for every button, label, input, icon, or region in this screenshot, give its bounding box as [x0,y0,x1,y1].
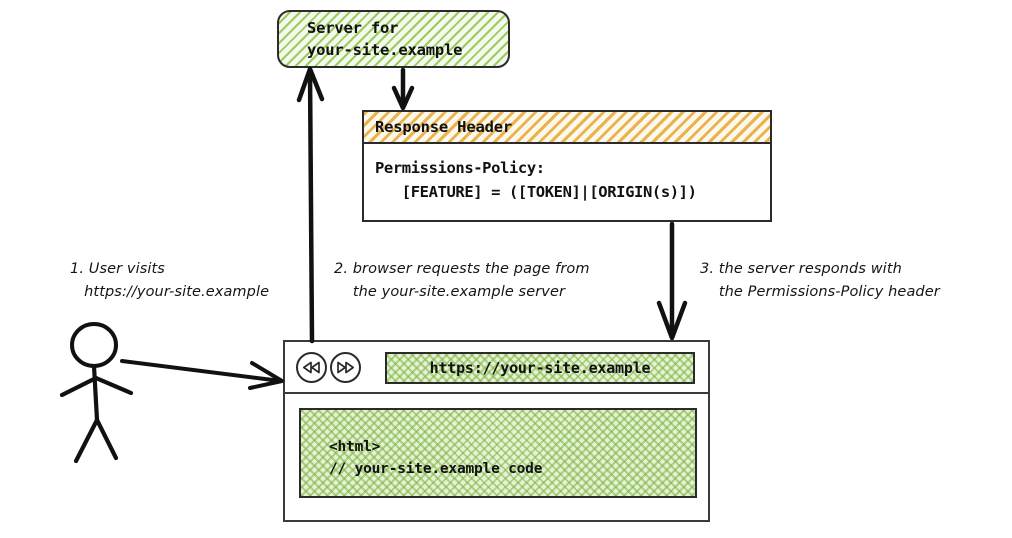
browser-window: https://your-site.example <html> // your… [283,340,710,522]
response-header-titlebar: Response Header [364,112,770,144]
rewind-icon[interactable] [296,351,327,383]
server-label: Server for your-site.example [279,12,508,66]
browser-nav-buttons [296,351,361,383]
page-code-line1: <html> [329,439,381,455]
response-header-title: Response Header [375,118,512,136]
fast-forward-icon[interactable] [330,351,361,383]
browser-viewport: <html> // your-site.example code [299,408,697,498]
response-header-body: Permissions-Policy: [FEATURE] = ([TOKEN]… [364,144,770,221]
arrow-browser-to-server [296,66,325,344]
response-header-panel: Response Header Permissions-Policy: [FEA… [362,110,772,222]
arrow-user-to-browser [120,359,284,390]
address-bar-url: https://your-site.example [429,359,651,377]
arrow-header-to-browser [656,221,688,341]
stick-figure-user [59,322,134,464]
note-2: 2. browser requests the page from the yo… [334,261,590,301]
server-node: Server for your-site.example [277,10,510,68]
page-code-line2: // your-site.example code [329,460,543,477]
permissions-policy-value: [FEATURE] = ([TOKEN]|[ORIGIN(s)]) [375,183,697,202]
fast-forward-glyph [337,361,355,373]
note-1: 1. User visits https://your-site.example [70,261,270,301]
note-3: 3. the server responds with the Permissi… [700,261,940,301]
server-label-line2: your-site.example [307,41,463,59]
browser-toolbar: https://your-site.example [285,342,708,394]
address-bar[interactable]: https://your-site.example [385,352,695,384]
server-label-line1: Server for [307,19,399,37]
arrow-server-to-header [391,67,415,111]
permissions-policy-key: Permissions-Policy: [375,159,545,177]
rewind-glyph [302,361,320,373]
